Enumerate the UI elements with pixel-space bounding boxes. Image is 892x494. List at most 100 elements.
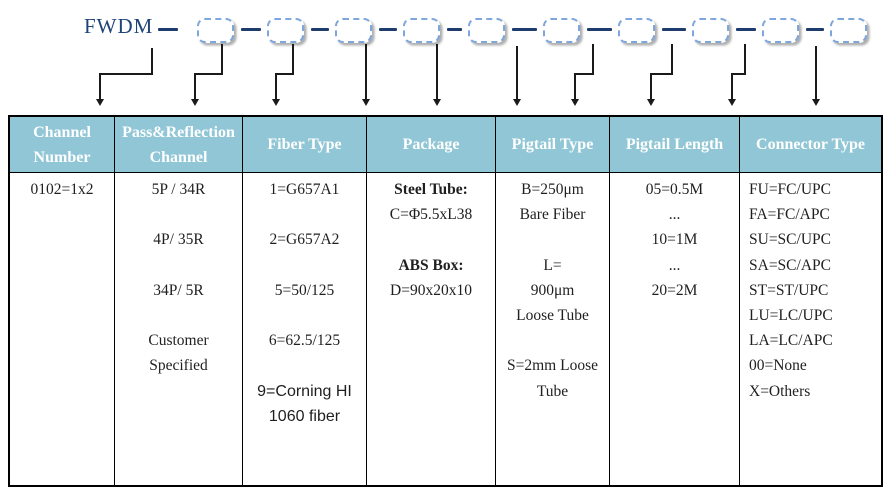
arrow-head xyxy=(811,99,820,106)
arrow-head xyxy=(361,99,370,106)
arrow-line xyxy=(574,74,576,100)
table-cell-line: B=250μm xyxy=(521,181,584,198)
table-cell-line: 10=1M xyxy=(651,231,698,249)
table-cell-line xyxy=(496,328,609,353)
column-body-channel-number: 0102=1x2 xyxy=(10,173,114,202)
table-cell-line: 0102=1x2 xyxy=(30,181,94,198)
table-cell-line: 20=2M xyxy=(651,281,698,299)
table-cell-line: Bare Fiber xyxy=(519,206,586,224)
header-line: Number xyxy=(33,148,91,166)
header-line: Connector Type xyxy=(756,136,865,153)
arrow-line xyxy=(815,46,817,100)
header-line: Package xyxy=(402,136,460,153)
table-cell-line xyxy=(115,253,242,278)
table-cell-line: 900μm xyxy=(530,281,575,299)
code-segment-box xyxy=(197,18,234,43)
arrow-line xyxy=(574,73,594,75)
code-segment-box xyxy=(830,18,867,43)
dash-separator xyxy=(806,28,824,31)
table-cell-line: SA=SC/APC xyxy=(749,256,831,274)
table-column-fiber-type: Fiber Type 1=G657A1 2=G657A2 5=50/125 6=62.5… xyxy=(243,117,367,485)
code-segment-box xyxy=(543,18,580,43)
table-cell-line xyxy=(243,303,366,328)
table-cell-line xyxy=(243,353,366,378)
table-cell-line xyxy=(243,202,366,227)
table-cell-line: LU=LC/UPC xyxy=(749,306,833,324)
arrow-line xyxy=(275,74,277,100)
table-cell-line xyxy=(115,303,242,328)
dash-separator xyxy=(447,28,462,31)
code-segment-box xyxy=(267,18,304,43)
dash-separator xyxy=(587,28,612,31)
table-cell-line: Customer xyxy=(148,332,209,350)
arrow-line xyxy=(99,74,101,100)
arrow-head xyxy=(95,99,104,106)
arrow-line xyxy=(99,73,153,75)
dash-separator xyxy=(662,28,686,31)
table-cell-line xyxy=(243,253,366,278)
arrow-head xyxy=(646,99,655,106)
arrow-line xyxy=(650,74,652,100)
header-line: Channel xyxy=(33,123,91,141)
table-cell-line: 4P/ 35R xyxy=(153,231,204,249)
header-line: Fiber Type xyxy=(267,136,342,153)
arrow-line xyxy=(194,74,196,100)
table-cell-line: FA=FC/APC xyxy=(749,206,830,224)
table-cell-line: C=Φ5.5xL38 xyxy=(389,206,473,224)
table-cell-line xyxy=(496,227,609,252)
arrow-line xyxy=(592,44,594,74)
arrow-head xyxy=(727,99,736,106)
dash-separator xyxy=(158,28,178,31)
table-cell-line: Tube xyxy=(536,382,569,400)
arrow-head xyxy=(432,99,441,106)
column-body-pigtail-length: 05=0.5M... 10=1M... 20=2M xyxy=(610,173,739,303)
table-cell-line: ... xyxy=(668,206,681,224)
arrow-line xyxy=(436,44,438,100)
arrow-line xyxy=(671,44,673,74)
arrow-line xyxy=(275,73,294,75)
code-segment-box xyxy=(468,18,505,43)
column-header-pigtail-length: Pigtail Length xyxy=(610,117,739,173)
table-cell-line: 1=G657A1 xyxy=(269,181,340,198)
arrow-line xyxy=(731,74,733,100)
column-header-pigtail-type: Pigtail Type xyxy=(496,117,609,173)
table-cell-line: ABS Box: xyxy=(398,256,464,274)
column-header-fiber-type: Fiber Type xyxy=(243,117,366,173)
arrow-head xyxy=(271,99,280,106)
arrow-line xyxy=(292,44,294,74)
arrow-line xyxy=(221,44,223,74)
table-cell-line: 5=50/125 xyxy=(274,281,335,299)
table-cell-line: 05=0.5M xyxy=(645,181,704,198)
column-header-package: Package xyxy=(367,117,495,173)
table-cell-line: 9=Corning HI xyxy=(257,382,352,400)
arrow-line xyxy=(744,44,746,74)
table-cell-line: Specified xyxy=(149,357,208,375)
table-cell-line: ... xyxy=(668,256,681,274)
table-cell-line: LA=LC/APC xyxy=(749,332,833,350)
table-cell-line: 6=62.5/125 xyxy=(268,332,341,350)
dash-separator xyxy=(736,28,756,31)
table-cell-line: D=90x20x10 xyxy=(390,281,472,299)
dash-separator xyxy=(241,28,261,31)
arrow-line xyxy=(194,73,223,75)
dash-separator xyxy=(512,28,537,31)
table-cell-line: 34P/ 5R xyxy=(153,281,204,299)
dash-separator xyxy=(379,28,397,31)
header-line: Channel xyxy=(149,148,208,166)
code-segment-box xyxy=(403,18,440,43)
column-body-fiber-type: 1=G657A1 2=G657A2 5=50/125 6=62.5/125 9=Corn… xyxy=(243,173,366,429)
header-line: Pigtail Type xyxy=(511,136,594,153)
table-cell-line: FU=FC/UPC xyxy=(749,181,831,198)
table-cell-line: 2=G657A2 xyxy=(269,231,340,249)
product-family-label: FWDM xyxy=(84,14,154,38)
table-cell-line: 1060 fiber xyxy=(268,407,341,425)
dash-separator xyxy=(311,28,329,31)
